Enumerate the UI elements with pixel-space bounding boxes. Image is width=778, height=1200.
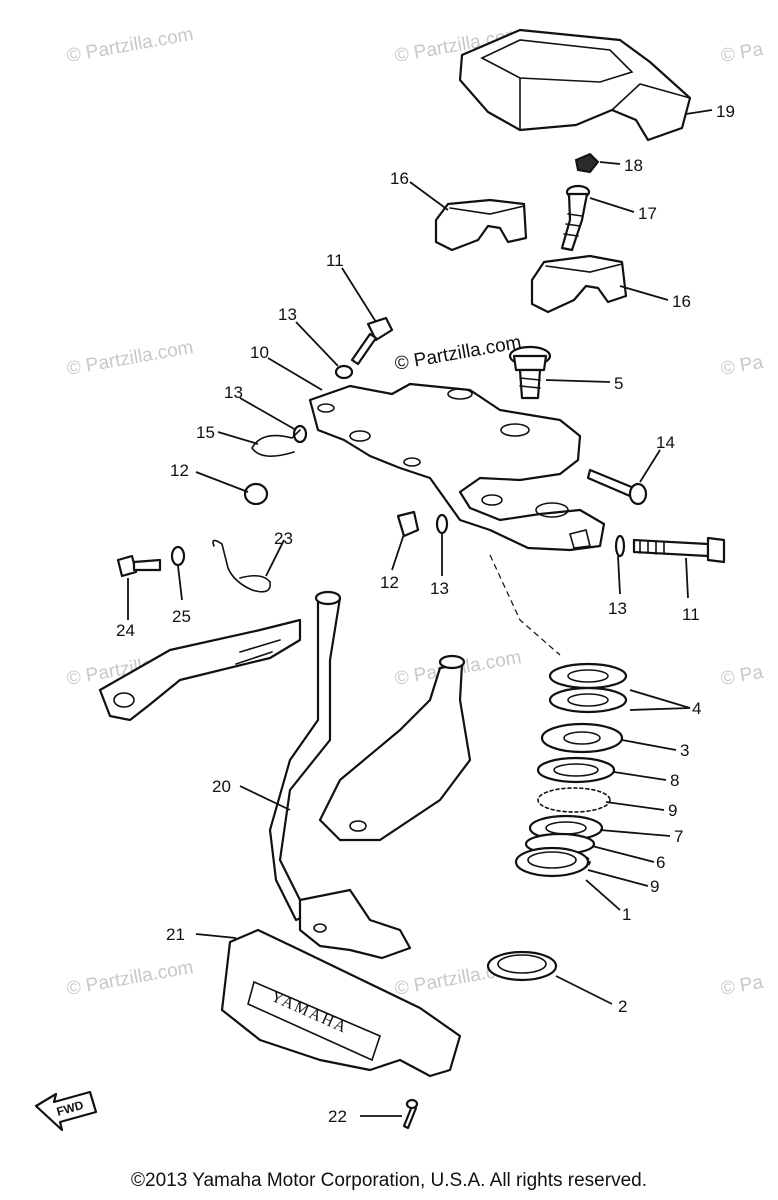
part-13-washer-a[interactable]: [334, 364, 354, 380]
callout-16-lower: 16: [672, 292, 691, 311]
callout-10: 10: [250, 343, 269, 362]
part-14-bolt[interactable]: [586, 468, 648, 506]
part-3-washer[interactable]: [540, 722, 624, 754]
part-9-ball-bearing-upper[interactable]: [537, 787, 611, 813]
part-20-frame[interactable]: [98, 590, 472, 960]
callout-19: 19: [716, 102, 735, 121]
steering-axis-line: [489, 554, 561, 656]
callout-14: 14: [656, 433, 675, 452]
callout-23: 23: [274, 529, 293, 548]
callout-21: 21: [166, 925, 185, 944]
part-18-nut[interactable]: [574, 152, 600, 174]
callout-11-lower: 11: [682, 605, 700, 624]
part-11-bolt-upper[interactable]: [350, 316, 394, 366]
callout-13-d: 13: [608, 599, 627, 618]
callout-numbers: 19 18 17 16 16 11 13 10 13 15 12 5 14 12…: [116, 102, 735, 1126]
part-13-washer-d[interactable]: [614, 534, 626, 558]
part-17-bolt[interactable]: [560, 184, 591, 252]
part-25-washer[interactable]: [170, 545, 186, 567]
part-8-race[interactable]: [536, 756, 616, 784]
callout-5: 5: [614, 374, 623, 393]
callout-9-lower: 9: [650, 877, 659, 896]
part-15-clip[interactable]: [251, 429, 301, 457]
callout-22: 22: [328, 1107, 347, 1126]
part-10-upper-bracket[interactable]: [308, 382, 606, 552]
callout-9-upper: 9: [668, 801, 677, 820]
callout-2: 2: [618, 997, 627, 1016]
part-23-clip[interactable]: [212, 539, 271, 593]
callout-7: 7: [674, 827, 683, 846]
callout-13-c: 13: [430, 579, 449, 598]
part-19-cover[interactable]: [458, 28, 692, 142]
watermark-edge: © Pa: [719, 662, 765, 690]
callout-6: 6: [656, 853, 665, 872]
watermark-edge: © Pa: [719, 39, 765, 67]
callout-4: 4: [692, 699, 701, 718]
callout-16-upper: 16: [390, 169, 409, 188]
callout-12-a: 12: [170, 461, 189, 480]
callout-25: 25: [172, 607, 191, 626]
callout-20: 20: [212, 777, 231, 796]
part-13-washer-c[interactable]: [435, 513, 449, 535]
callout-1: 1: [622, 905, 631, 924]
watermark: © Partzilla.com: [65, 24, 195, 67]
callout-15: 15: [196, 423, 215, 442]
callout-13-b: 13: [224, 383, 243, 402]
callout-8: 8: [670, 771, 679, 790]
part-21-emblem-plate[interactable]: YAMAHA: [220, 928, 462, 1078]
part-16-clamp-upper[interactable]: [434, 198, 528, 252]
watermark: © Partzilla.com: [65, 957, 195, 1000]
callout-3: 3: [680, 741, 689, 760]
watermark-edge: © Pa: [719, 972, 765, 1000]
callout-17: 17: [638, 204, 657, 223]
leader-lines: [127, 109, 713, 1117]
part-22-screw[interactable]: [402, 1098, 419, 1130]
callout-18: 18: [624, 156, 643, 175]
callout-13-a: 13: [278, 305, 297, 324]
part-1-race[interactable]: [514, 846, 590, 878]
part-12-nut-a[interactable]: [243, 482, 269, 506]
part-13-washer-b[interactable]: [292, 424, 308, 444]
part-24-bolt[interactable]: [116, 554, 162, 578]
callout-12-b: 12: [380, 573, 399, 592]
part-2-seal[interactable]: [486, 950, 558, 982]
watermark-edge: © Pa: [719, 352, 765, 380]
part-5-flange-nut[interactable]: [508, 345, 552, 400]
watermark: © Partzilla.com: [65, 337, 195, 380]
watermark-center: © Partzilla.com: [393, 332, 523, 375]
part-12-nut-b[interactable]: [396, 510, 420, 538]
callout-11-upper: 11: [326, 251, 344, 270]
part-4-ring-nuts[interactable]: [548, 662, 628, 714]
part-16-clamp-lower[interactable]: [530, 254, 628, 314]
fwd-arrow-icon: FWD: [34, 1090, 98, 1132]
part-11-bolt-long[interactable]: [632, 536, 726, 564]
callout-24: 24: [116, 621, 135, 640]
copyright-notice: ©2013 Yamaha Motor Corporation, U.S.A. A…: [131, 1170, 647, 1191]
